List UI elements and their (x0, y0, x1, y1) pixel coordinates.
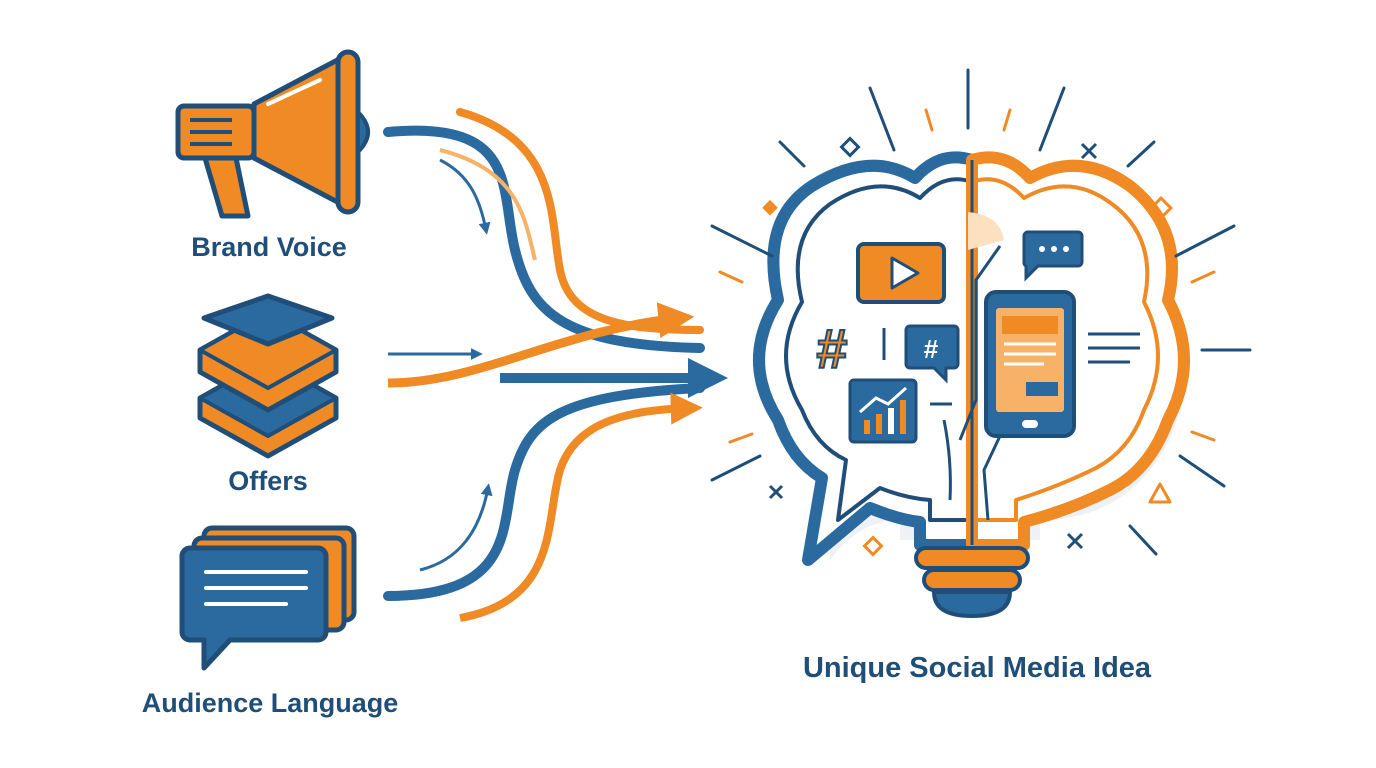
flow-middle-orange (387, 302, 695, 388)
flow-arrows (383, 108, 728, 622)
flow-top-blue (383, 125, 705, 353)
chat-bubbles-icon (179, 525, 357, 671)
label-unique-social-media-idea: Unique Social Media Idea (802, 652, 1152, 684)
growth-chart-icon (848, 378, 918, 444)
light-rays (710, 68, 1252, 556)
svg-text:#: # (924, 334, 939, 364)
flow-bottom-orange (459, 392, 703, 622)
smartphone-icon (984, 290, 1076, 438)
hashtag-bubble-icon: # (904, 324, 960, 384)
flow-bottom-blue (383, 383, 705, 601)
label-audience-language: Audience Language (141, 688, 399, 718)
video-play-icon (856, 242, 946, 304)
svg-text:#: # (816, 317, 847, 380)
label-offers: Offers (228, 466, 308, 496)
label-brand-voice: Brand Voice (191, 232, 347, 262)
flow-bottom-blue-2 (419, 483, 493, 572)
lightbulb-icon (753, 151, 1190, 619)
chat-dots-icon (1022, 230, 1084, 282)
circuit-line-right (958, 245, 1002, 521)
circuit-line-left (930, 402, 952, 501)
stacked-layers-icon (197, 293, 339, 459)
sparkles (762, 136, 1174, 557)
megaphone-icon (175, 49, 370, 219)
hashtag-icon: # (815, 316, 848, 381)
flow-top-orange-2 (439, 148, 537, 261)
flow-top-blue-2 (439, 158, 491, 235)
text-lines-decoration (1088, 332, 1140, 364)
flow-top-orange (456, 108, 704, 334)
